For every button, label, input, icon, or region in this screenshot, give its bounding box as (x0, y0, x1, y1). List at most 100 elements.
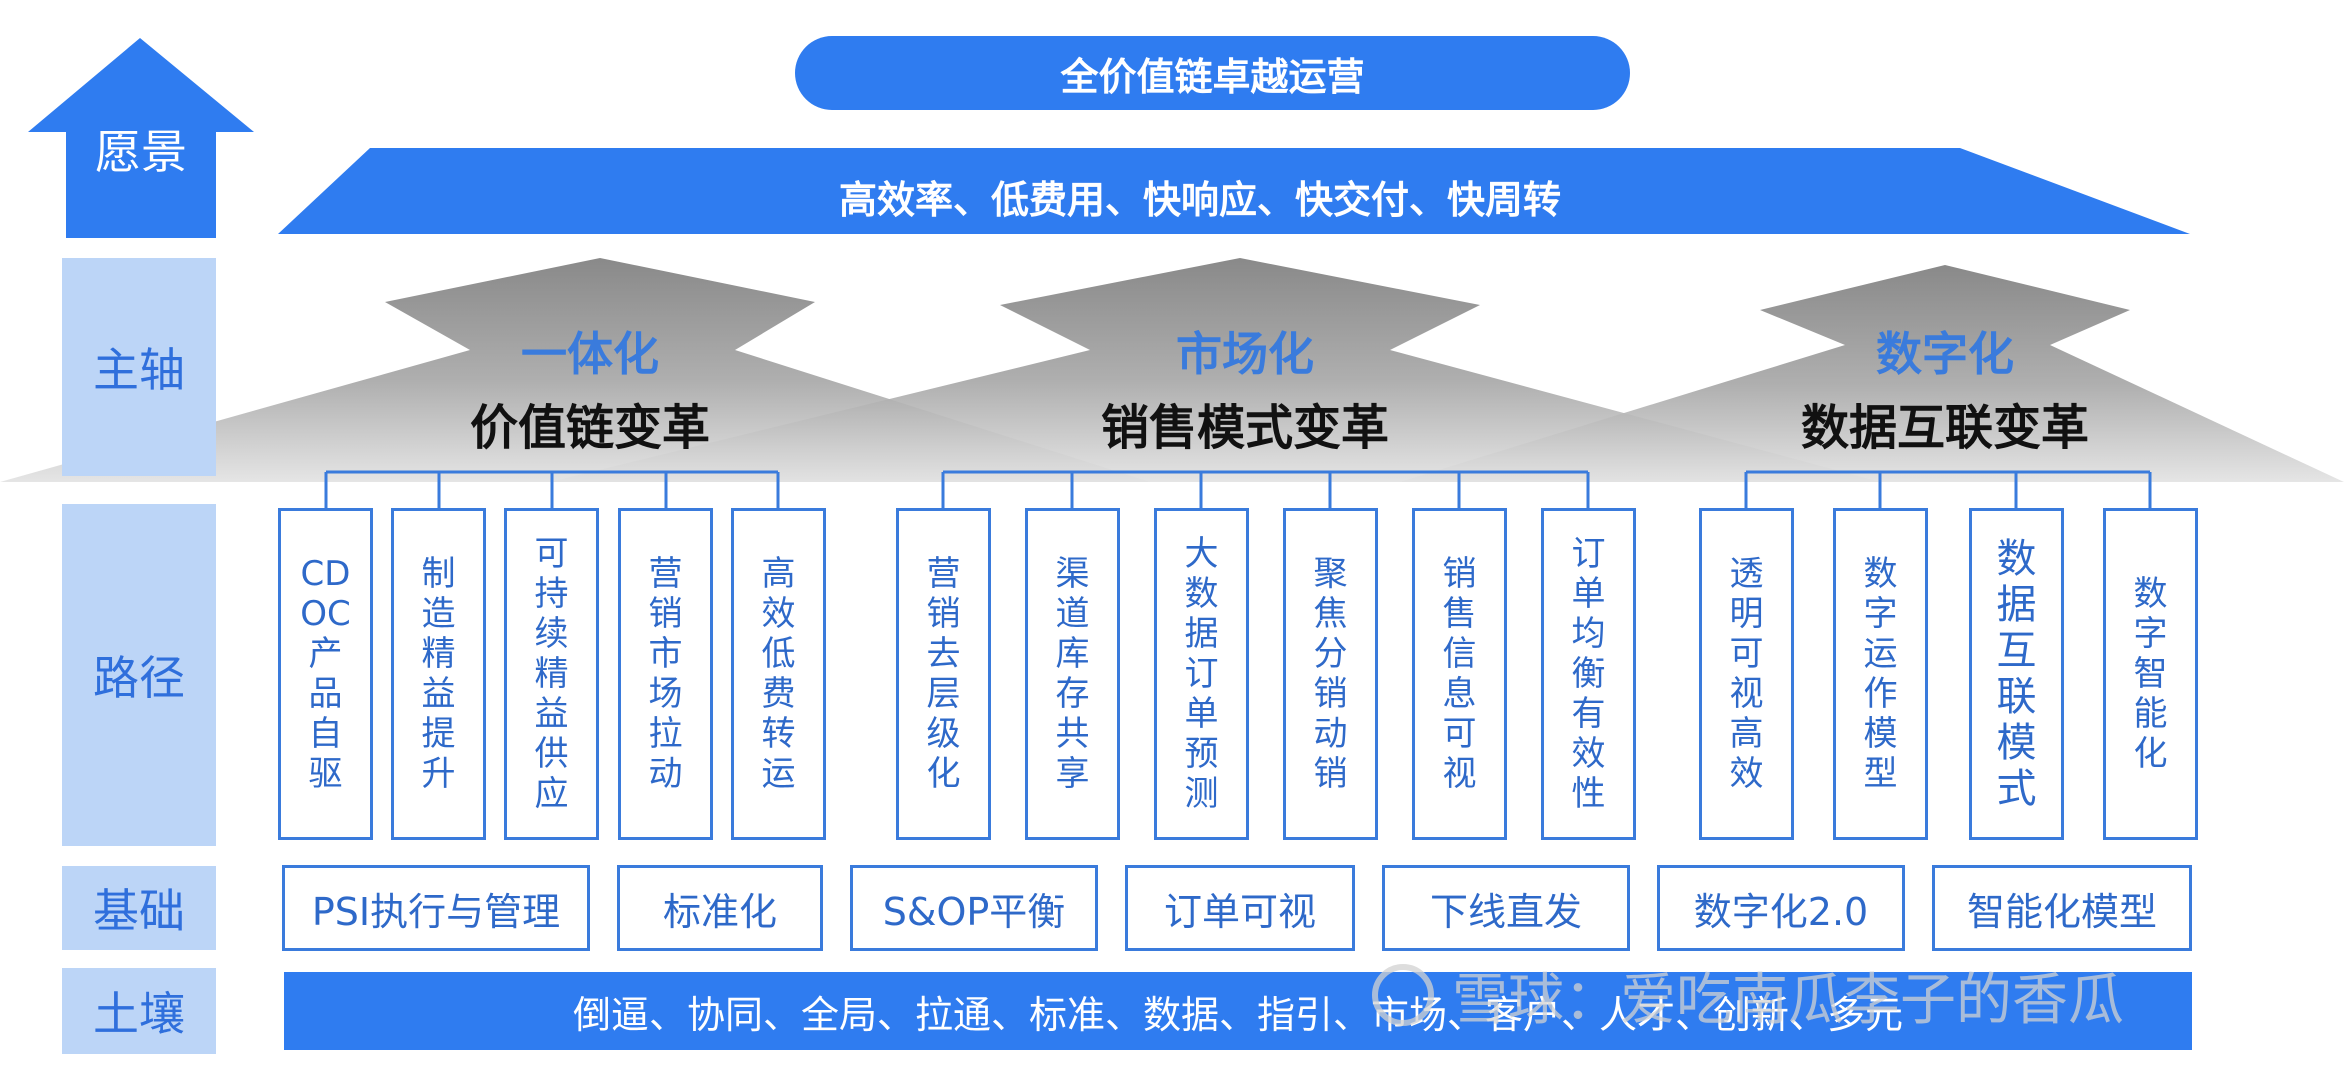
path-char: 转 (761, 714, 796, 754)
path-char: 销 (1442, 554, 1477, 594)
path-char: 提 (421, 714, 456, 754)
path-char: 联 (1996, 674, 2037, 720)
path-box-2: 制造精益提升 (391, 508, 486, 840)
foundation-digital-2: 数字化2.0 (1657, 865, 1905, 951)
path-char: 低 (761, 634, 796, 674)
path-box-15: 数字智能化 (2103, 508, 2198, 840)
path-char: 衡 (1571, 654, 1606, 694)
path-char: 模 (1996, 720, 2037, 766)
path-char: 测 (1184, 774, 1219, 814)
path-char: 视 (1442, 754, 1477, 794)
vision-arrow (28, 38, 254, 238)
path-box-5: 高效低费转运 (731, 508, 826, 840)
axis-1-subtitle: 价值链变革 (469, 400, 710, 456)
connector-group-1 (324, 470, 780, 508)
path-char: 智 (2133, 654, 2168, 694)
foundation-order-visibility: 订单可视 (1125, 865, 1355, 951)
path-char: 数 (1863, 554, 1898, 594)
path-char: 可 (534, 534, 569, 574)
path-box-14: 数据互联模式 (1969, 508, 2064, 840)
path-char: 作 (1863, 674, 1898, 714)
path-char: 应 (534, 774, 569, 814)
path-char: 式 (1996, 766, 2037, 812)
axis-2-subtitle: 销售模式变革 (1100, 400, 1389, 456)
path-char: 存 (1055, 674, 1090, 714)
path-char: 高 (1729, 714, 1764, 754)
path-char: 单 (1184, 694, 1219, 734)
path-char: 明 (1729, 594, 1764, 634)
path-char: 续 (534, 614, 569, 654)
path-char: 运 (1863, 634, 1898, 674)
path-char: 分 (1313, 634, 1348, 674)
foundation-intelligent-model: 智能化模型 (1932, 865, 2192, 951)
mountain-right (1400, 265, 2344, 482)
axis-2: 市场化 销售模式变革 (1060, 318, 1430, 458)
path-char: 字 (1863, 594, 1898, 634)
path-char: 化 (926, 754, 961, 794)
path-char: 数 (1184, 574, 1219, 614)
path-char: 订 (1184, 654, 1219, 694)
path-char: 去 (926, 634, 961, 674)
path-char: 费 (761, 674, 796, 714)
path-char: 订 (1571, 534, 1606, 574)
axis-1: 一体化 价值链变革 (420, 318, 760, 458)
path-char: 自 (308, 714, 343, 754)
path-char: 精 (421, 634, 456, 674)
path-char: 渠 (1055, 554, 1090, 594)
path-char: 级 (926, 714, 961, 754)
watermark: 雪球：爱吃南瓜李子的香瓜 (1372, 955, 2292, 1035)
path-char: 信 (1442, 634, 1477, 674)
soil-bar: 倒逼、协同、全局、拉通、标准、数据、指引、市场、客户、人才、创新、多元 (284, 972, 2192, 1050)
foundation-label: 基础 (62, 866, 216, 950)
path-char: 据 (1996, 582, 2037, 628)
vision-roof-text: 高效率、低费用、快响应、快交付、快周转 (838, 177, 1561, 222)
path-char: 供 (534, 734, 569, 774)
path-char: 可 (1442, 714, 1477, 754)
path-char: 效 (1571, 734, 1606, 774)
path-char: 互 (1996, 628, 2037, 674)
connector-group-2 (941, 470, 1590, 508)
path-char: 共 (1055, 714, 1090, 754)
axis-3: 数字化 数据互联变革 (1760, 318, 2130, 458)
path-char: 效 (1729, 754, 1764, 794)
path-char: 运 (761, 754, 796, 794)
vision-label: 愿景 (95, 125, 187, 179)
path-label: 路径 (62, 504, 216, 846)
path-char: 性 (1571, 774, 1606, 814)
path-char: 造 (421, 594, 456, 634)
watermark-text: 雪球：爱吃南瓜李子的香瓜 (1452, 967, 2124, 1033)
path-char: 层 (926, 674, 961, 714)
foundation-direct-shipping: 下线直发 (1382, 865, 1630, 951)
axis-2-title: 市场化 (1176, 327, 1314, 381)
path-char: 售 (1442, 594, 1477, 634)
path-char: 升 (421, 754, 456, 794)
path-char: 动 (648, 754, 683, 794)
axis-3-subtitle: 数据互联变革 (1800, 400, 2089, 456)
path-char: 益 (534, 694, 569, 734)
path-char: 效 (761, 594, 796, 634)
path-char: 销 (926, 594, 961, 634)
path-char: 预 (1184, 734, 1219, 774)
path-char: 型 (1863, 754, 1898, 794)
axis-label: 主轴 (62, 258, 216, 476)
foundation-standardization: 标准化 (617, 865, 823, 951)
path-char: 营 (926, 554, 961, 594)
path-box-4: 营销市场拉动 (618, 508, 713, 840)
path-char: 透 (1729, 554, 1764, 594)
path-char: 单 (1571, 574, 1606, 614)
axis-3-title: 数字化 (1876, 327, 2014, 381)
path-char: 销 (1313, 754, 1348, 794)
path-char: 化 (2133, 734, 2168, 774)
path-char: 品 (308, 674, 343, 714)
path-char: OC (300, 594, 351, 634)
path-box-6: 营销去层级化 (896, 508, 991, 840)
path-char: 持 (534, 574, 569, 614)
path-char: 能 (2133, 694, 2168, 734)
foundation-sop: S&OP平衡 (850, 865, 1098, 951)
connector-group-3 (1744, 470, 2152, 508)
vision-roof (278, 148, 2190, 234)
watermark-icon (1372, 964, 1434, 1026)
path-char: 数 (1996, 536, 2037, 582)
